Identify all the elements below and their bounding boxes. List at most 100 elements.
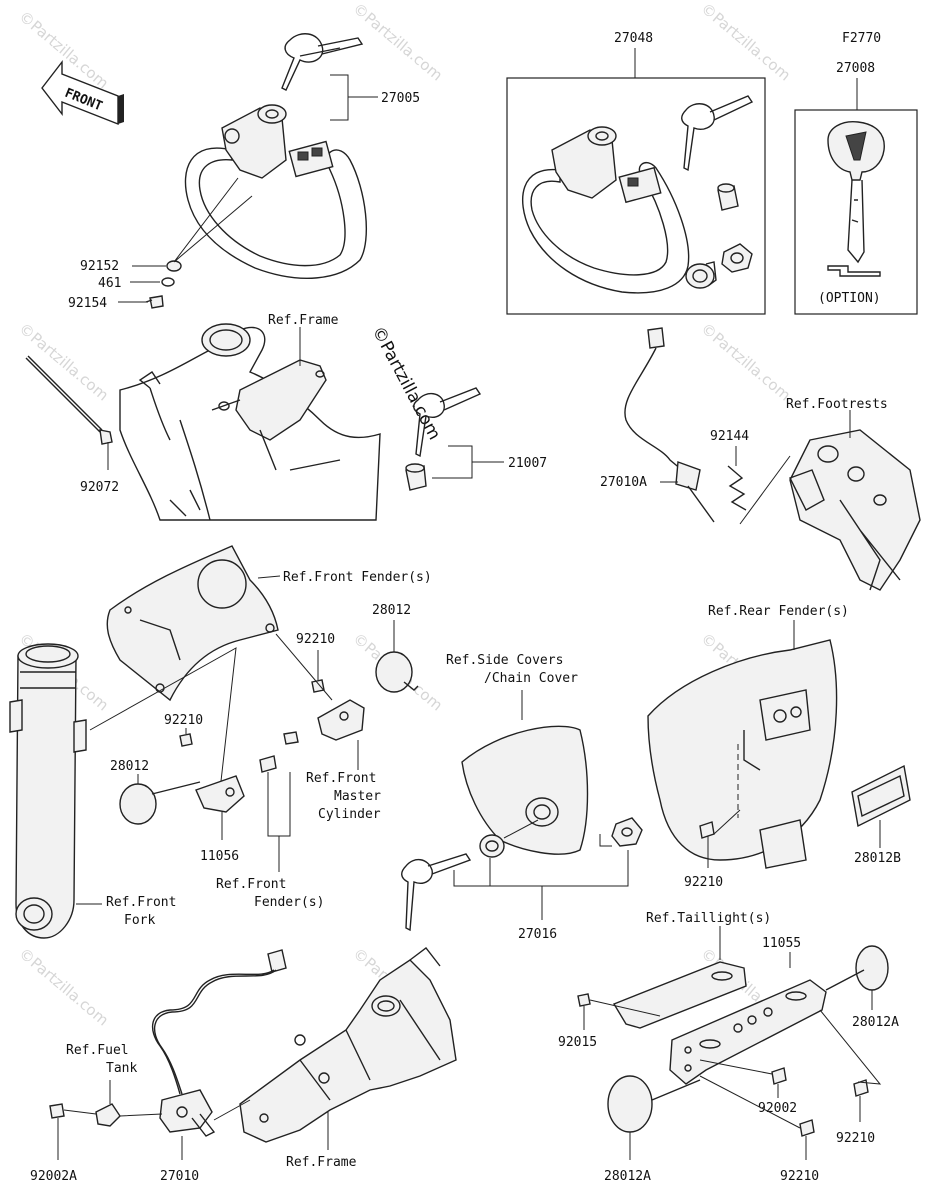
bolt-92002A [49,1103,65,1119]
leader-21007 [432,445,504,479]
leader-92210-d [819,1009,882,1122]
leader-fork-fender [89,647,237,791]
label-ref-front-fender-bot-1: Ref.Front [216,877,286,892]
bracket-11056 [195,775,245,813]
label-27010A: 27010A [600,475,647,490]
label-ref-front-master-1: Ref.Front [306,771,376,786]
label-92210-e: 92210 [780,1169,819,1184]
leader-nut-cover [599,834,612,847]
label-f2770: F2770 [842,31,881,46]
front-fork [9,643,87,939]
watermark-5: ©Partzilla.com [697,319,794,404]
label-ref-fuel-tank-1: Ref.Fuel [66,1043,129,1058]
label-28012B: 28012B [854,851,901,866]
nut-92210-d [853,1079,869,1097]
label-92015: 92015 [558,1035,597,1050]
label-92210-d: 92210 [836,1131,875,1146]
label-92154: 92154 [68,296,107,311]
leader-92152-up [173,177,253,263]
label-27048: 27048 [614,31,653,46]
leader-92210-e [699,1075,807,1160]
side-cover [461,725,589,855]
frame-top [119,323,381,521]
watermark-layer: ©Partzilla.com ©Partzilla.com ©Partzilla… [15,0,794,1029]
leader-92015 [583,999,661,1030]
nut-92015 [577,993,591,1007]
footrest-bracket [789,429,921,591]
key-set-21007 [405,387,482,491]
reflector-28012A-right [825,945,889,991]
bracket-11055 [612,961,827,1085]
label-28012-top: 28012 [372,603,411,618]
label-92210-a: 92210 [296,632,335,647]
label-ref-rear-fender: Ref.Rear Fender(s) [708,604,849,619]
nut-92210-e [799,1119,815,1137]
cable-tie-edge [27,355,103,431]
label-ref-footrests: Ref.Footrests [786,397,888,412]
label-92210-b: 92210 [164,713,203,728]
label-ref-frame-bot: Ref.Frame [286,1155,357,1170]
frame-bottom [239,947,457,1143]
label-ref-fuel-tank-2: Tank [106,1061,137,1076]
leader-ref-front-fender-bot [267,772,291,872]
label-ref-front-master-3: Cylinder [318,807,381,822]
fuel-tank-bracket [95,1103,121,1127]
front-fender [106,545,279,702]
leader-27005 [330,74,378,121]
label-461: 461 [98,276,121,291]
label-92152: 92152 [80,259,119,274]
label-28012-left: 28012 [110,759,149,774]
leader-92002 [699,1059,779,1098]
label-27005: 27005 [381,91,420,106]
spring-92144 [727,465,747,511]
nut-92210-b [179,733,193,747]
label-92210-c: 92210 [684,875,723,890]
label-ref-taillight: Ref.Taillight(s) [646,911,771,926]
leader-ref-front-fender-top [257,575,281,579]
watermark-2: ©Partzilla.com [349,0,446,84]
leader-ref-frame-bot [213,1099,329,1150]
reflector-28012-left [119,781,201,825]
label-27008: 27008 [836,61,875,76]
front-arrow-icon: FRONT [41,59,124,126]
reflector-28012A-bot [607,1075,701,1133]
leader-fender-bracket [275,633,333,701]
bolt-master [283,731,299,745]
label-92144: 92144 [710,429,749,444]
label-28012A-right: 28012A [852,1015,899,1030]
kit-box-27048 [506,77,766,315]
label-ref-frame-top: Ref.Frame [268,313,339,328]
label-ref-side-covers-2: /Chain Cover [484,671,578,686]
ignition-switch-27005 [184,33,368,279]
label-ref-front-master-2: Master [334,789,381,804]
reflector-28012B [851,764,911,828]
ignition-kit-27048 [522,95,754,294]
label-ref-front-fork-1: Ref.Front [106,895,176,910]
label-option: (OPTION) [818,291,881,306]
label-21007: 21007 [508,456,547,471]
brake-switch-27010A [624,327,715,523]
master-cylinder-bracket [317,699,365,741]
label-ref-front-fork-2: Fork [124,913,155,928]
label-11056: 11056 [200,849,239,864]
label-92002: 92002 [758,1101,797,1116]
leader-footrest [739,455,791,525]
label-27010: 27010 [160,1169,199,1184]
label-ref-front-fender-bot-2: Fender(s) [254,895,324,910]
key-profile-icon [827,265,881,277]
nut-92210-a [311,679,325,693]
leader-92210-c [707,809,741,868]
label-11055: 11055 [762,936,801,951]
label-92072: 92072 [80,480,119,495]
bolt-stack [145,260,182,309]
watermark-main: ©Partzilla.com [368,323,445,443]
label-28012A-bot: 28012A [604,1169,651,1184]
option-box [794,109,918,315]
label-27016: 27016 [518,927,557,942]
label-92002A: 92002A [30,1169,77,1184]
watermark-9: ©Partzilla.com [15,944,112,1029]
label-ref-front-fender-top: Ref.Front Fender(s) [283,570,432,585]
watermark-3: ©Partzilla.com [697,0,794,84]
leader-lock-cover [503,819,539,839]
